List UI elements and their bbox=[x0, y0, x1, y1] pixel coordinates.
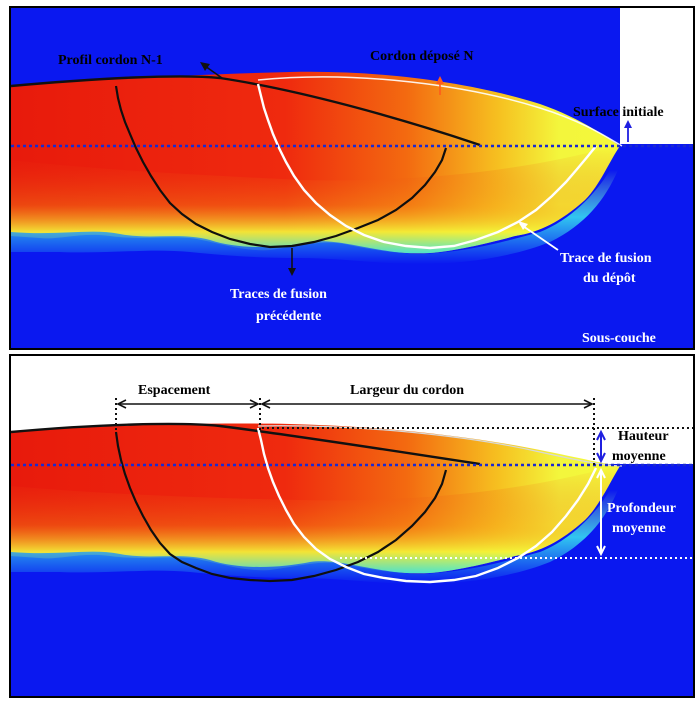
deposited-bead-outline bbox=[257, 76, 623, 147]
label-espacement: Espacement bbox=[138, 383, 211, 398]
label-trace-fusion-1: Trace de fusion bbox=[560, 251, 652, 266]
label-hauteur-2: moyenne bbox=[612, 449, 666, 464]
label-trace-fusion-2: du dépôt bbox=[583, 271, 636, 286]
top-panel-frame bbox=[9, 6, 695, 350]
label-hauteur-1: Hauteur bbox=[618, 429, 669, 444]
previous-melt-trace bbox=[114, 85, 448, 249]
label-traces-prev-1: Traces de fusion bbox=[230, 287, 327, 302]
bottom-panel-frame bbox=[9, 354, 695, 698]
label-profil-cordon: Profil cordon N-1 bbox=[58, 53, 163, 68]
label-profondeur-2: moyenne bbox=[612, 521, 666, 536]
label-largeur: Largeur du cordon bbox=[350, 383, 464, 398]
previous-melt-trace-bottom bbox=[114, 431, 448, 583]
label-traces-prev-2: précédente bbox=[256, 309, 321, 324]
label-sous-couche: Sous-couche bbox=[582, 331, 656, 346]
label-surface-initiale: Surface initiale bbox=[573, 105, 664, 120]
new-melt-trace-bottom bbox=[256, 427, 598, 584]
previous-bead-profile-bottom bbox=[11, 422, 481, 466]
new-melt-trace bbox=[256, 83, 597, 250]
top-panel: Profil cordon N-1 Cordon déposé N Surfac… bbox=[11, 8, 693, 348]
label-profondeur-1: Profondeur bbox=[607, 501, 676, 516]
previous-bead-profile bbox=[11, 75, 481, 147]
bottom-panel: Espacement Largeur du cordon Hauteur moy… bbox=[11, 356, 693, 696]
label-cordon-depose: Cordon déposé N bbox=[370, 49, 473, 64]
